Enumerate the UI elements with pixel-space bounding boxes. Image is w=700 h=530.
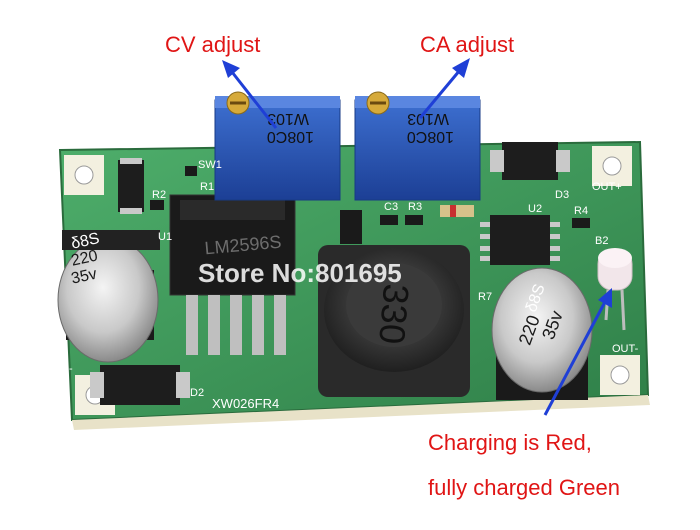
silk-sw1: SW1 [198, 159, 222, 171]
silk-r7: R7 [478, 291, 492, 303]
inductor [318, 245, 470, 397]
smd-diode-top-right [502, 142, 558, 180]
cv-adjust-label: CV adjust [165, 32, 261, 57]
silk-r2: R2 [152, 189, 166, 201]
silk-r4: R4 [574, 205, 588, 217]
charging-label-line2: fully charged Green [428, 475, 620, 500]
pot-left-code-2: 108C0 [267, 128, 314, 145]
pot-left-code-1: W103 [267, 110, 309, 127]
arrow-cv [222, 60, 278, 129]
silk-out-minus: OUT- [612, 343, 639, 355]
watermark: Store No:801695 [198, 258, 402, 288]
silk-b2: B2 [595, 235, 608, 247]
smd-resistors [150, 166, 590, 244]
pot-right-code-2: 108C0 [407, 128, 454, 145]
arrow-ca [418, 58, 470, 119]
silk-r1: R1 [200, 181, 214, 193]
cap-left-text-3: 35v [70, 266, 99, 288]
pcb-code: XW026FR4 [212, 396, 279, 411]
chip-u2 [490, 215, 550, 265]
silk-d2: D2 [190, 387, 204, 399]
charging-label-line1: Charging is Red, [428, 430, 592, 455]
ca-adjust-label: CA adjust [420, 32, 515, 57]
silk-in-minus: IN- [58, 363, 73, 375]
silk-d3: D3 [555, 189, 569, 201]
arrow-led [543, 288, 612, 416]
capacitor-right [491, 267, 593, 400]
cap-left-text-2: 220 [70, 247, 100, 269]
smd-diode-top-left [118, 160, 144, 212]
regulator-chip [169, 194, 296, 355]
silk-c3: C3 [384, 201, 398, 213]
potentiometer-left [214, 91, 341, 201]
silk-u1: U1 [158, 231, 172, 243]
mounting-holes [64, 146, 640, 415]
silk-r3: R3 [408, 201, 422, 213]
smd-diode-bottom-left [100, 365, 180, 405]
silk-u2: U2 [528, 203, 542, 215]
status-led [597, 248, 633, 331]
inductor-label: 330 [371, 282, 417, 345]
capacitor-left [57, 230, 160, 363]
potentiometer-right [354, 91, 481, 201]
cap-left-text-1: δ8S [70, 230, 101, 253]
silk-out-plus: OUT+ [592, 181, 622, 193]
pot-right-code-1: W103 [407, 110, 449, 127]
